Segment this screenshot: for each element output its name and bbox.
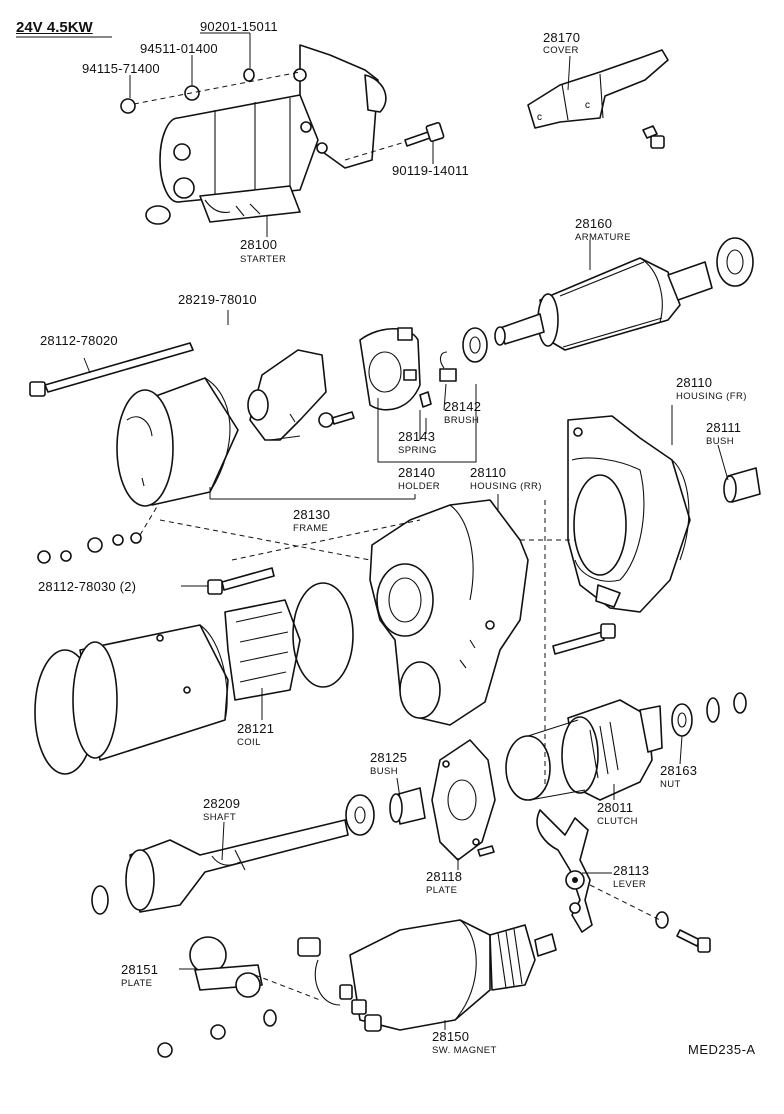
bush-28125-drawing (389, 787, 426, 825)
bolt-28112-78030-drawing (207, 567, 275, 595)
part-name-starter: STARTER (240, 254, 287, 265)
plate-28151-drawing (189, 936, 263, 998)
plate-screw-drawing (477, 845, 495, 857)
frame-drawing (116, 377, 239, 507)
part-name-cover: COVER (543, 45, 579, 56)
part-number-28209: 28209 (203, 796, 241, 811)
armature-drawing (462, 237, 754, 363)
part-number-28100: 28100 (240, 237, 278, 252)
part-name-housing-rr: HOUSING (RR) (470, 481, 542, 492)
part-number-28219-78010: 28219-78010 (178, 292, 257, 307)
part-name-clutch: CLUTCH (597, 816, 638, 827)
spec-title: 24V 4.5KW (16, 19, 93, 36)
part-number-28140: 28140 (398, 465, 436, 480)
part-name-holder: HOLDER (398, 481, 440, 492)
bolt-90119-drawing (344, 121, 445, 161)
part-number-28160: 28160 (575, 216, 613, 231)
through-bolt-28112-78020-drawing (29, 342, 194, 397)
part-name-shaft: SHAFT (203, 812, 237, 823)
shaft-drawing (125, 819, 349, 913)
part-number-94511-01400: 94511-01400 (140, 41, 218, 56)
housing-rr-drawing (369, 499, 529, 726)
nut-28163-drawing (671, 703, 693, 737)
part-name-nut: NUT (660, 779, 681, 790)
part-number-28121: 28121 (237, 721, 275, 736)
part-number-28125: 28125 (370, 750, 408, 765)
switch-magnet-drawing (297, 919, 557, 1032)
part-number-28011: 28011 (597, 800, 634, 815)
plate-28118-drawing (431, 739, 496, 861)
small-hardware-left (37, 504, 159, 564)
housing-fr-drawing (567, 415, 691, 613)
part-name-plate-28151: PLATE (121, 978, 153, 989)
holder-screw-drawing (331, 411, 355, 425)
coil-yoke-drawing (34, 582, 354, 775)
part-name-sw-magnet: SW. MAGNET (432, 1045, 497, 1056)
part-number-94115-71400: 94115-71400 (82, 61, 160, 76)
part-number-28143: 28143 (398, 429, 436, 444)
svg-text:c: c (537, 112, 542, 123)
shaft-washer-drawing (91, 885, 109, 915)
part-number-28113: 28113 (613, 863, 650, 878)
svg-text:c: c (585, 100, 590, 111)
cover-drawing: c c (527, 49, 669, 149)
part-number-28110-rr: 28110 (470, 465, 507, 480)
part-number-28112-78020: 28112-78020 (40, 333, 118, 348)
lever-drawing (536, 809, 593, 933)
washer-drawing (345, 794, 375, 836)
clutch-drawing (505, 699, 663, 801)
lever-washer-drawing (655, 911, 669, 929)
part-name-brush: BRUSH (444, 415, 480, 426)
part-name-frame: FRAME (293, 523, 329, 534)
part-number-28118: 28118 (426, 869, 463, 884)
part-number-28112-78030: 28112-78030 (2) (38, 579, 137, 594)
washer-90201-symbol (243, 68, 255, 82)
diagram-code: MED235-A (688, 1042, 756, 1057)
leader-lines (16, 32, 729, 1030)
part-number-28130: 28130 (293, 507, 331, 522)
part-name-spring: SPRING (398, 445, 437, 456)
part-number-28111: 28111 (706, 420, 742, 435)
part-name-bush-28125: BUSH (370, 766, 398, 777)
end-bracket-drawing (247, 349, 327, 441)
part-name-lever: LEVER (613, 879, 647, 890)
part-number-28151: 28151 (121, 962, 159, 977)
part-name-armature: ARMATURE (575, 232, 631, 243)
lever-pin-drawing (676, 929, 711, 953)
part-name-coil: COIL (237, 737, 261, 748)
bush-28111-drawing (723, 467, 761, 503)
part-name-bush-28111: BUSH (706, 436, 734, 447)
part-number-28142: 28142 (444, 399, 482, 414)
part-number-90119-14011: 90119-14011 (392, 163, 469, 178)
brush-holder-drawing (359, 327, 457, 411)
starter-assembly-drawing (145, 44, 387, 225)
part-name-housing-fr: HOUSING (FR) (676, 391, 747, 402)
part-number-28170: 28170 (543, 30, 581, 45)
part-name-plate-28118: PLATE (426, 885, 458, 896)
nut-94115-symbol (120, 98, 136, 114)
washer-94511-symbol (184, 85, 200, 101)
part-number-28150: 28150 (432, 1029, 470, 1044)
part-number-90201-15011: 90201-15011 (200, 19, 278, 34)
part-number-28110-fr: 28110 (676, 375, 713, 390)
part-number-28163: 28163 (660, 763, 698, 778)
housing-bolt-drawing (552, 623, 616, 655)
